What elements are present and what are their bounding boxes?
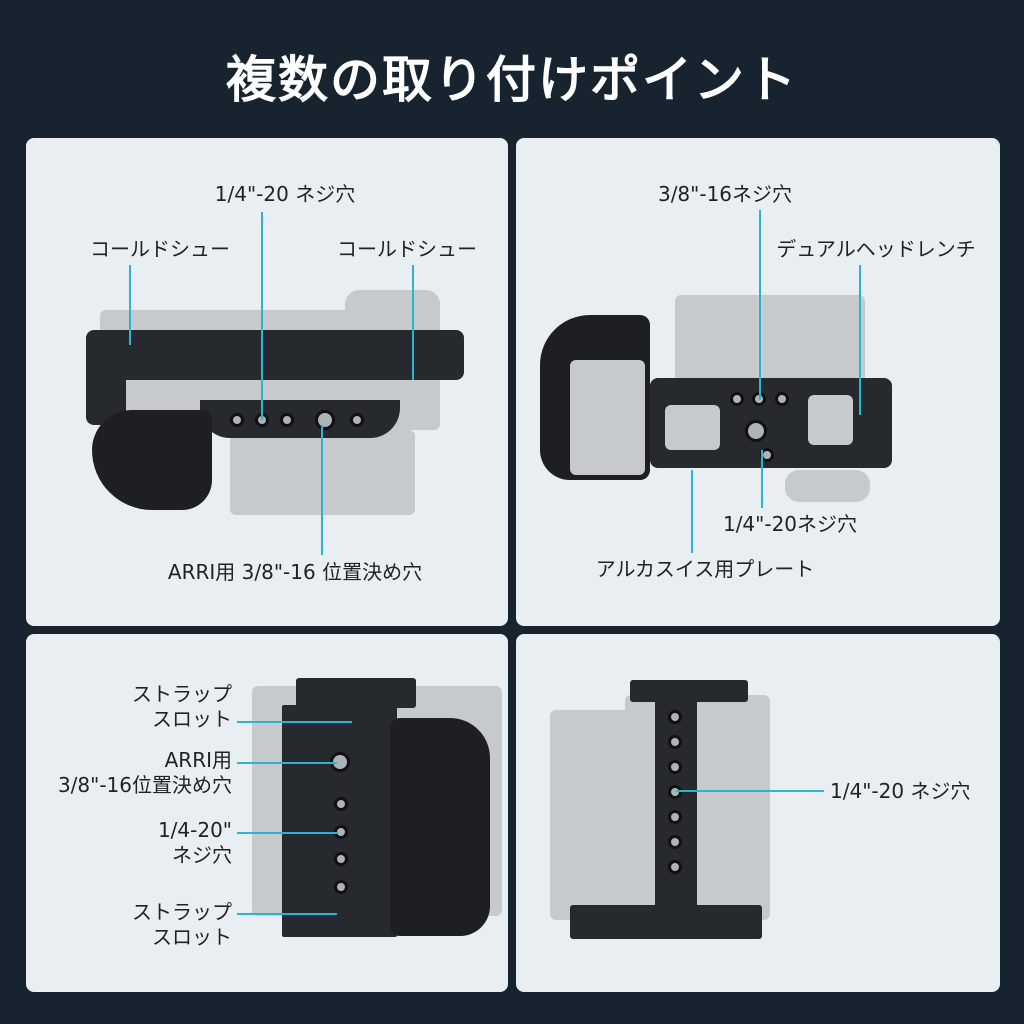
label-cold-shoe-right: コールドシュー (337, 237, 477, 261)
page-title: 複数の取り付けポイント (226, 51, 798, 109)
mounting-hole (350, 413, 364, 427)
mounting-hole (745, 420, 767, 442)
camera-image (570, 360, 645, 475)
mounting-hole (668, 760, 682, 774)
mounting-hole (668, 860, 682, 874)
label-1-4-20-hole: 1/4-20" ネジ穴 (157, 818, 232, 867)
leader-line (412, 265, 414, 380)
leader-line (129, 265, 131, 345)
mounting-hole (668, 835, 682, 849)
mounting-hole (230, 413, 244, 427)
leader-line (321, 425, 323, 555)
label-dual-head-wrench: デュアルヘッドレンチ (776, 237, 976, 261)
leader-line (237, 721, 352, 723)
camera-lens (550, 710, 630, 920)
mounting-hole (334, 797, 348, 811)
camera-cage (86, 330, 464, 380)
label-arca-swiss-plate: アルカスイス用プレート (595, 557, 815, 581)
camera-grip (390, 718, 490, 936)
mounting-hole (334, 852, 348, 866)
mounting-hole (668, 785, 682, 799)
leader-line (261, 212, 263, 420)
camera-cage (570, 905, 762, 939)
leader-line (691, 470, 693, 553)
mounting-hole (668, 735, 682, 749)
camera-grip (92, 410, 212, 510)
camera-cage (655, 700, 697, 910)
mounting-hole (668, 810, 682, 824)
mounting-hole (334, 880, 348, 894)
label-strap-slot-bottom: ストラップ スロット (132, 900, 232, 949)
camera-cage (282, 705, 397, 937)
camera-part (665, 405, 720, 450)
leader-line (761, 450, 763, 508)
label-cold-shoe-left: コールドシュー (90, 237, 230, 261)
camera-image (625, 695, 770, 920)
leader-line (759, 210, 761, 400)
camera-part (808, 395, 853, 445)
mounting-hole (730, 392, 744, 406)
mounting-hole (280, 413, 294, 427)
label-arri-locating-hole: ARRI用 3/8"-16 位置決め穴 (167, 560, 423, 584)
camera-image (675, 295, 865, 385)
leader-line (237, 832, 337, 834)
label-1-4-20-hole: 1/4"-20 ネジ穴 (830, 779, 971, 803)
leader-line (237, 762, 337, 764)
label-3-8-16-hole: 3/8"-16ネジ穴 (657, 182, 793, 206)
mounting-hole (775, 392, 789, 406)
leader-line (859, 265, 861, 415)
mounting-hole (315, 410, 335, 430)
camera-cage (296, 678, 416, 708)
camera-cage (630, 680, 748, 702)
mounting-hole (668, 710, 682, 724)
leader-line (676, 790, 824, 792)
label-strap-slot-top: ストラップ スロット (132, 682, 232, 731)
label-arri-locating-hole: ARRI用 3/8"-16位置決め穴 (57, 748, 232, 797)
label-1-4-20-hole: 1/4"-20 ネジ穴 (214, 182, 356, 206)
camera-image (785, 470, 870, 502)
leader-line (237, 913, 337, 915)
label-1-4-20-hole: 1/4"-20ネジ穴 (722, 512, 858, 536)
